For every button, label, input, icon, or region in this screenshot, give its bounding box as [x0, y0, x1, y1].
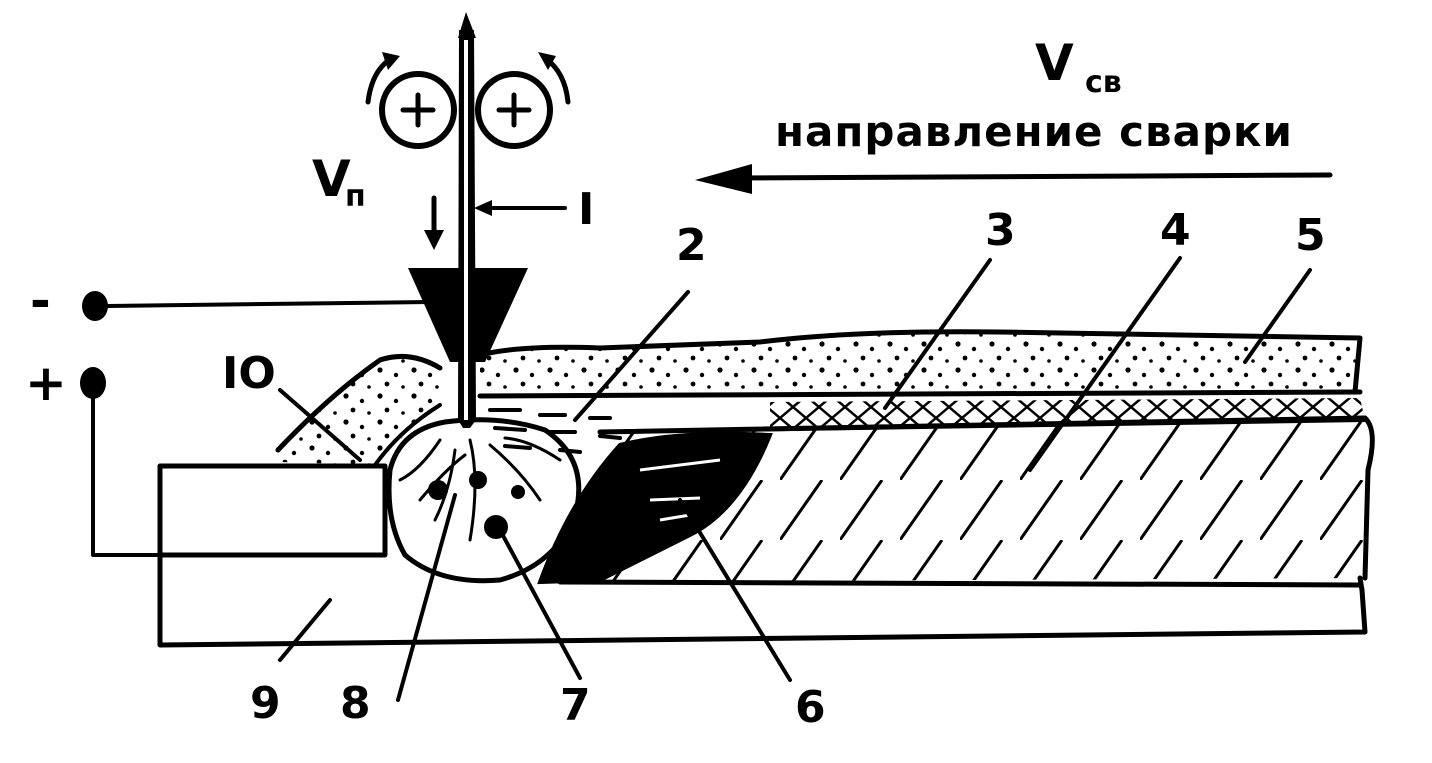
- gas-bubble: [511, 485, 525, 499]
- molten-slag: [488, 408, 622, 454]
- plus-terminal-sign: +: [25, 354, 67, 412]
- direction-arrow-head: [695, 164, 752, 194]
- label-10: IO: [222, 348, 276, 399]
- weld-pool: [386, 417, 582, 584]
- v-feed-symbol: V: [312, 150, 351, 208]
- feed-roller-left: [379, 71, 457, 149]
- label-1: I: [578, 184, 594, 235]
- label-v-feed: V п: [312, 150, 366, 214]
- label-6: 6: [795, 682, 826, 733]
- label-9: 9: [250, 678, 281, 729]
- electrode-wire: [458, 12, 476, 428]
- label-8: 8: [340, 678, 371, 729]
- plus-terminal: [80, 367, 106, 399]
- gas-bubble: [428, 480, 448, 500]
- label-2: 2: [676, 220, 707, 271]
- v-weld-symbol: V: [1035, 34, 1074, 92]
- label-4: 4: [1160, 205, 1191, 256]
- direction-label: направление сварки: [775, 107, 1293, 156]
- v-feed-subscript: п: [345, 179, 366, 214]
- power-terminals: - +: [25, 272, 432, 557]
- crystallized-metal: [537, 431, 773, 585]
- label-3: 3: [985, 205, 1016, 256]
- flux-layer: [275, 329, 1363, 467]
- gas-bubble: [469, 471, 487, 489]
- part-labels: I 2 3 4 5 6 7 8 9 IO: [222, 184, 1326, 733]
- feed-roller-right: [475, 71, 553, 149]
- base-metal: [157, 463, 1368, 648]
- welding-direction: V св направление сварки: [695, 34, 1333, 194]
- minus-terminal-sign: -: [30, 272, 51, 330]
- leader-lines: [278, 200, 1312, 702]
- label-5: 5: [1295, 210, 1326, 261]
- label-7: 7: [560, 680, 591, 731]
- v-weld-subscript: св: [1085, 65, 1122, 100]
- feed-direction-arrow: [424, 195, 444, 250]
- rotation-arrows: [365, 52, 571, 105]
- minus-terminal: [82, 291, 108, 321]
